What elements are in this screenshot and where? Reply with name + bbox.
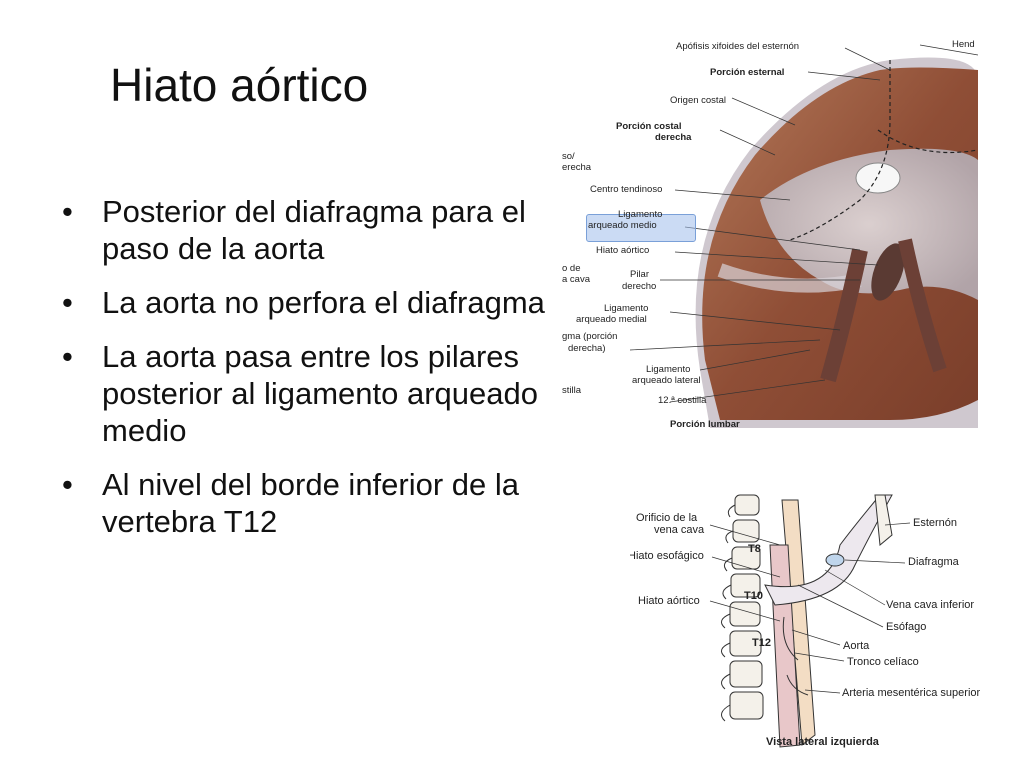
lateral-view-illustration bbox=[630, 485, 1000, 755]
bullet-symbol: • bbox=[62, 339, 73, 374]
label-arteria-mesenterica-superior: Arteria mesentérica superior bbox=[842, 687, 981, 699]
bullet-symbol: • bbox=[62, 467, 73, 502]
label-centro-tendinoso: Centro tendinoso bbox=[590, 184, 663, 195]
label-apofisis-xifoides: Apófisis xifoides del esternón bbox=[676, 41, 800, 52]
label-ligamento-arqueado-lateral-2: arqueado lateral bbox=[632, 375, 701, 386]
label-t12: T12 bbox=[752, 637, 771, 649]
label-pilar-derecho: derecho bbox=[622, 281, 657, 292]
label-ligamento-arqueado-lateral-1: Ligamento bbox=[646, 364, 691, 375]
highlight-ligamento-arqueado-medio bbox=[586, 214, 696, 242]
label-derecha-fragment: derecha) bbox=[568, 343, 606, 354]
bullet-list: • Posterior del diafragma para el paso de… bbox=[62, 193, 582, 557]
label-12-costilla: 12.ª costilla bbox=[658, 395, 707, 406]
label-ligamento-arqueado-medio-2: arqueado medio bbox=[588, 220, 657, 231]
bullet-item: • Posterior del diafragma para el paso de… bbox=[62, 193, 582, 267]
label-esternon: Esternón bbox=[913, 517, 958, 529]
label-porcion-esternal: Porción esternal bbox=[710, 67, 785, 78]
bullet-text: La aorta pasa entre los pilares posterio… bbox=[102, 339, 538, 448]
label-stilla-fragment: stilla bbox=[562, 385, 582, 396]
label-diafragma: Diafragma bbox=[908, 556, 959, 568]
bullet-item: • Al nivel del borde inferior de la verte… bbox=[62, 466, 582, 540]
bullet-symbol: • bbox=[62, 194, 73, 229]
label-so-fragment: so/ bbox=[562, 151, 575, 162]
label-porcion-lumbar: Porción lumbar bbox=[670, 419, 740, 429]
bullet-item: • La aorta pasa entre los pilares posteri… bbox=[62, 338, 582, 449]
label-tronco-celiaco: Tronco celíaco bbox=[847, 656, 919, 668]
label-hiato-aortico-lateral: Hiato aórtico bbox=[638, 595, 700, 607]
label-pilar: Pilar bbox=[630, 269, 650, 280]
label-porcion-costal-derecha: derecha bbox=[655, 132, 692, 143]
label-gma-porcion-fragment: gma (porción bbox=[562, 331, 618, 342]
label-porcion-costal: Porción costal bbox=[616, 121, 682, 132]
label-orificio-vena-cava-1: Orificio de la bbox=[636, 512, 698, 524]
label-hend: Hend bbox=[952, 40, 975, 50]
label-a-cava-fragment: a cava bbox=[562, 274, 590, 285]
label-o-de-fragment: o de bbox=[562, 263, 581, 274]
bullet-symbol: • bbox=[62, 285, 73, 320]
bullet-item: • La aorta no perfora el diafragma bbox=[62, 284, 582, 321]
label-hiato-esofagico: Hiato esofágico bbox=[630, 550, 704, 562]
label-ligamento-arqueado-medial-1: Ligamento bbox=[604, 303, 649, 314]
diaphragm-inferior-view-figure: Apófisis xifoides del esternón Hend Porc… bbox=[560, 40, 978, 428]
label-orificio-vena-cava-2: vena cava bbox=[654, 524, 705, 536]
bullet-text: Al nivel del borde inferior de la verteb… bbox=[102, 467, 520, 539]
label-aorta: Aorta bbox=[843, 640, 870, 652]
slide-title: Hiato aórtico bbox=[110, 59, 369, 111]
label-esofago: Esófago bbox=[886, 621, 927, 633]
label-ligamento-arqueado-medio-1: Ligamento bbox=[618, 209, 663, 220]
bullet-text: Posterior del diafragma para el paso de … bbox=[102, 194, 526, 266]
diaphragm-illustration bbox=[560, 40, 978, 428]
label-t8: T8 bbox=[748, 543, 761, 555]
label-erecha-fragment: erecha bbox=[562, 162, 592, 173]
label-vista-lateral-izquierda: Vista lateral izquierda bbox=[766, 736, 879, 748]
label-vena-cava-inferior: Vena cava inferior bbox=[886, 599, 975, 611]
label-t10: T10 bbox=[744, 590, 763, 602]
label-origen-costal: Origen costal bbox=[670, 95, 726, 106]
lateral-view-figure: Orificio de la vena cava Hiato esofágico… bbox=[630, 485, 1000, 755]
bullet-text: La aorta no perfora el diafragma bbox=[102, 285, 545, 320]
label-hiato-aortico: Hiato aórtico bbox=[596, 245, 650, 256]
label-ligamento-arqueado-medial-2: arqueado medial bbox=[576, 314, 647, 325]
